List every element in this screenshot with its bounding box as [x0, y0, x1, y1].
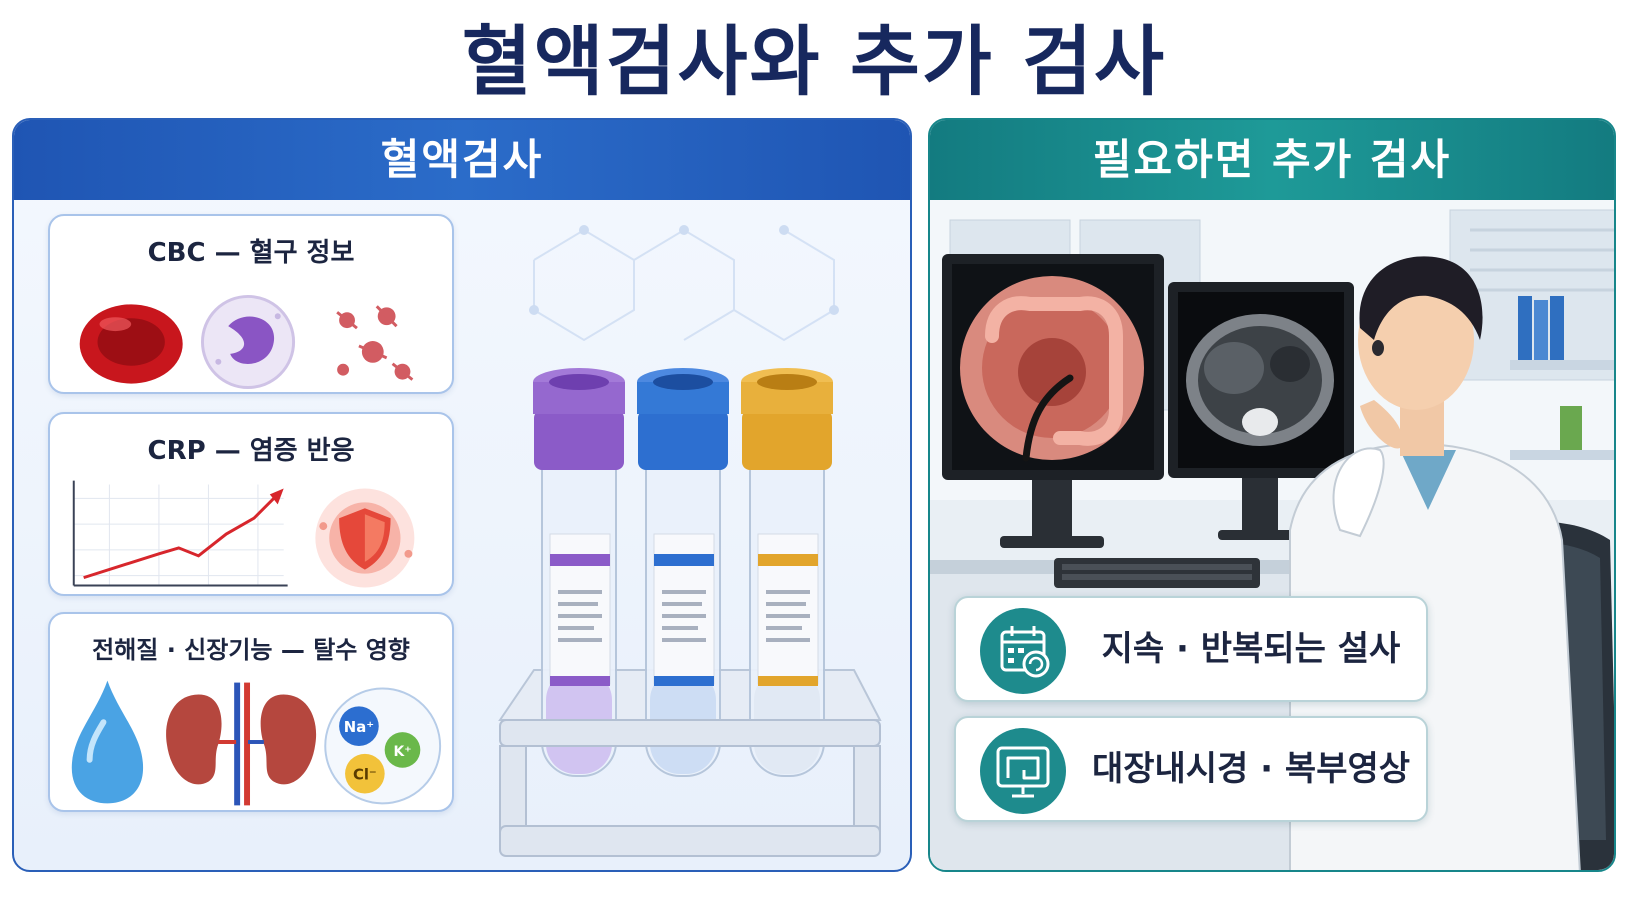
water-drop-icon — [71, 680, 144, 804]
hydration-kidney-illustration: Na⁺ K⁺ Cl⁻ — [71, 680, 442, 806]
inflammation-illustration — [72, 480, 415, 588]
cbc-card: CBC — 혈구 정보 — [48, 214, 454, 394]
inflamed-shield-icon — [315, 488, 415, 588]
ct-scan-monitor-icon — [1168, 282, 1354, 540]
blue-cap-tube-icon — [637, 368, 729, 777]
kidneys-icon — [166, 682, 317, 806]
platelets-icon — [336, 305, 414, 381]
lab-shelves — [1510, 296, 1614, 460]
calendar-repeat-icon — [980, 608, 1066, 694]
test-tubes-rack-illustration — [498, 368, 882, 857]
cbc-card-title: CBC — 혈구 정보 — [147, 238, 355, 268]
colonoscopy-imaging-card: 대장내시경 · 복부영상 — [954, 716, 1428, 822]
yellow-cap-tube-icon — [741, 368, 833, 777]
sodium-ion-label: Na⁺ — [344, 718, 374, 736]
keyboard-icon — [1054, 558, 1260, 588]
blood-test-panel-header: 혈액검사 — [14, 120, 910, 200]
crp-card: CRP — 염증 반응 — [48, 412, 454, 596]
electrolytes-circle-icon: Na⁺ K⁺ Cl⁻ — [324, 687, 442, 805]
page-title: 혈액검사와 추가 검사 — [461, 17, 1167, 106]
blood-test-panel-body: CBC — 혈구 정보 — [14, 200, 910, 870]
colon-monitor-icon — [980, 728, 1066, 814]
persistent-diarrhea-label: 지속 · 반복되는 설사 — [1101, 629, 1401, 669]
crp-card-title: CRP — 염증 반응 — [147, 436, 355, 466]
blood-test-panel: 혈액검사 CBC — 혈구 정보 — [12, 118, 912, 872]
additional-tests-panel-header: 필요하면 추가 검사 — [930, 120, 1614, 200]
colonoscopy-monitor-icon — [942, 254, 1164, 548]
potassium-ion-label: K⁺ — [393, 744, 411, 760]
persistent-diarrhea-card: 지속 · 반복되는 설사 — [954, 596, 1428, 702]
white-blood-cell-icon — [200, 294, 296, 390]
additional-tests-panel: 필요하면 추가 검사 — [928, 118, 1616, 872]
electrolyte-kidney-card-title: 전해질 · 신장기능 — 탈수 영향 — [92, 636, 410, 664]
chloride-ion-label: Cl⁻ — [353, 766, 377, 784]
doctor-figure-icon — [1289, 256, 1581, 870]
purple-cap-tube-icon — [533, 368, 625, 777]
blood-cells-illustration — [79, 294, 414, 390]
rising-trend-chart-icon — [72, 480, 288, 587]
electrolyte-kidney-card: 전해질 · 신장기능 — 탈수 영향 — [48, 612, 454, 812]
colonoscopy-imaging-label: 대장내시경 · 복부영상 — [1091, 749, 1411, 789]
red-blood-cell-icon — [79, 304, 183, 384]
tube-rack-front — [499, 719, 881, 857]
molecule-background — [529, 225, 839, 342]
additional-tests-panel-body: 지속 · 반복되는 설사 대장내시경 · 복부영상 — [930, 200, 1614, 870]
